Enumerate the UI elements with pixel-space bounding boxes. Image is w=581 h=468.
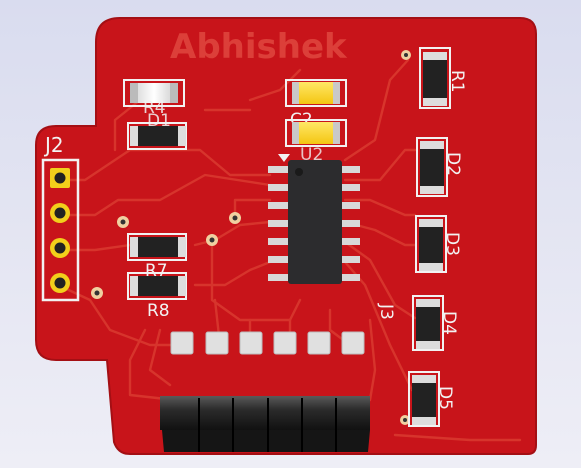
j2-pads <box>50 168 70 293</box>
connector-j3 <box>160 331 370 468</box>
led-d2 <box>416 137 448 197</box>
ref-j3: J3 <box>376 303 396 320</box>
resistor-r7 <box>127 233 187 261</box>
ref-j2: J2 <box>43 133 64 157</box>
ref-d1: D1 <box>147 111 171 131</box>
resistor-r4 <box>127 122 187 150</box>
ref-d3: D3 <box>442 232 462 256</box>
ref-d5: D5 <box>435 386 455 410</box>
resistor-r8 <box>127 272 187 300</box>
capacitor-2 <box>285 119 347 147</box>
ref-d4: D4 <box>439 311 459 335</box>
capacitor-c2 <box>285 79 347 107</box>
ref-r4: R4 <box>143 98 166 118</box>
ref-r8: R8 <box>147 301 170 321</box>
j3-pins <box>178 334 357 399</box>
led-d4 <box>412 295 444 351</box>
led-d5 <box>408 371 440 427</box>
board-title: Abhishek <box>170 27 348 67</box>
vias <box>91 50 411 425</box>
led-d1 <box>123 79 185 107</box>
ic-u2 <box>268 154 360 284</box>
resistor-r1 <box>419 47 451 109</box>
ref-d2: D2 <box>443 152 463 176</box>
connector-j2 <box>41 158 80 302</box>
led-d3 <box>415 215 447 273</box>
ref-r1: R1 <box>447 70 467 93</box>
